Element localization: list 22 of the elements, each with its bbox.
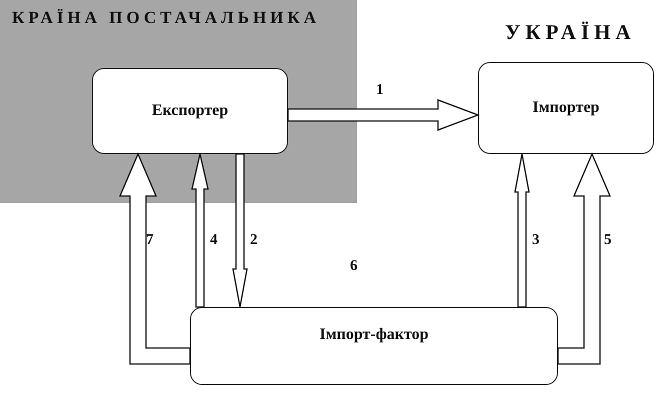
hollow-arrow	[191, 153, 209, 308]
node-label: Імпортер	[532, 99, 600, 117]
step-number: 6	[350, 258, 358, 275]
hollow-arrow	[232, 153, 248, 308]
hollow-arrow	[514, 153, 530, 308]
hollow-arrow	[119, 152, 191, 365]
edge-label: 4	[210, 232, 218, 249]
process-box	[478, 62, 654, 154]
process-box	[190, 307, 558, 385]
country-title: УКРАЇНА	[505, 20, 636, 45]
region-title: КРАЇНА ПОСТАЧАЛЬНИКА	[12, 8, 320, 28]
process-box	[92, 68, 288, 154]
edge-label: 7	[146, 232, 154, 249]
node-label: Імпорт-фактор	[319, 326, 429, 344]
country-region	[0, 0, 357, 203]
edge-label: 2	[250, 232, 258, 249]
edge-label: 1	[376, 82, 384, 99]
edge-label: 3	[532, 232, 540, 249]
hollow-arrow	[287, 99, 480, 131]
node-label: Експортер	[152, 102, 228, 120]
edge-label: 5	[604, 232, 612, 249]
hollow-arrow	[557, 152, 611, 365]
